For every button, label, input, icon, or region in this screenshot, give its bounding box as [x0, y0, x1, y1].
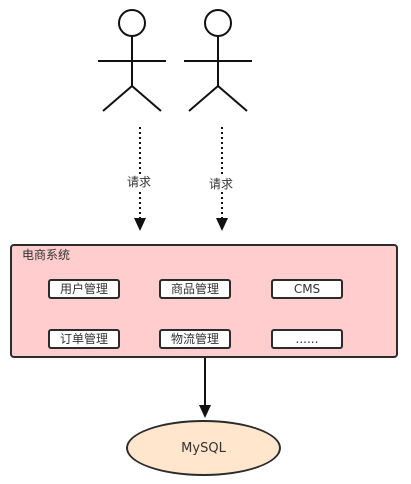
module-order-management: 订单管理 [48, 329, 120, 349]
system-title: 电商系统 [22, 248, 71, 262]
module-logistics-management: 物流管理 [159, 329, 231, 349]
module-label: 用户管理 [59, 282, 108, 296]
ecommerce-system-box: 电商系统 用户管理 商品管理 CMS 订单管理 物流管理 ...... [10, 244, 398, 358]
module-label: 订单管理 [59, 332, 108, 346]
module-label: ...... [295, 332, 319, 346]
module-user-management: 用户管理 [48, 279, 120, 299]
database-label: MySQL [181, 440, 226, 456]
actor-2-figure [184, 9, 252, 112]
actor-1-figure [98, 9, 166, 112]
mysql-database: MySQL [126, 420, 281, 476]
module-label: 物流管理 [170, 332, 219, 346]
module-label: CMS [293, 282, 321, 296]
request-arrowhead-1 [134, 218, 146, 231]
module-cms: CMS [271, 279, 343, 299]
module-product-management: 商品管理 [159, 279, 231, 299]
request-label-1: 请求 [127, 174, 152, 190]
module-label: 商品管理 [170, 282, 219, 296]
module-more: ...... [271, 329, 343, 349]
request-arrowhead-2 [216, 218, 228, 231]
db-arrowhead [199, 405, 211, 418]
request-label-2: 请求 [209, 176, 234, 192]
